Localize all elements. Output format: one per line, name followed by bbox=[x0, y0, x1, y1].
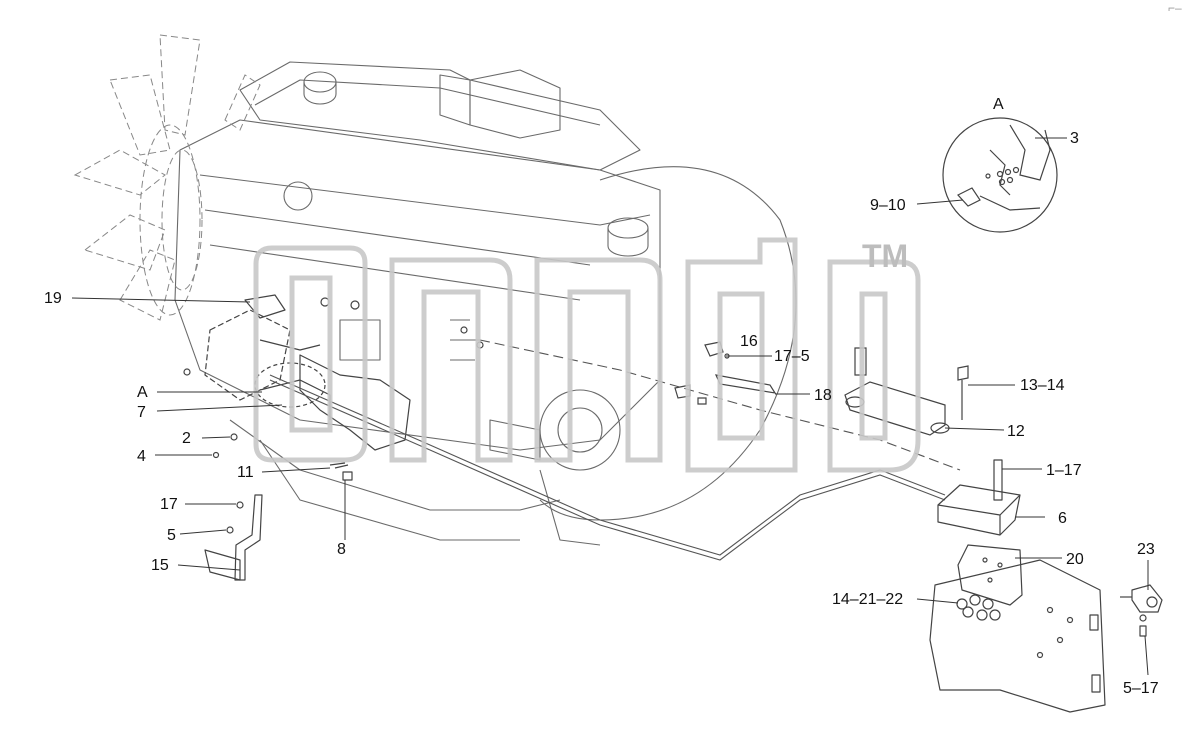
callout-17: 17 bbox=[160, 496, 178, 513]
callout-5: 5 bbox=[167, 527, 176, 544]
callout-19: 19 bbox=[44, 290, 62, 307]
corner-mark: ⌐– bbox=[1168, 1, 1182, 15]
callout-23: 23 bbox=[1137, 541, 1155, 558]
callout-3: 3 bbox=[1070, 130, 1079, 147]
watermark-tm: TM bbox=[862, 238, 908, 274]
callout-7: 7 bbox=[137, 404, 146, 421]
lower-right-parts bbox=[929, 459, 1163, 713]
callout-9-10: 9–10 bbox=[870, 197, 906, 214]
callout-20: 20 bbox=[1066, 551, 1084, 568]
callout-14-21-22: 14–21–22 bbox=[832, 591, 903, 608]
callout-2: 2 bbox=[182, 430, 191, 447]
callout-labels: 19 A 7 2 4 11 17 5 15 8 16 17–5 18 13–14… bbox=[44, 96, 1159, 697]
callout-8: 8 bbox=[337, 541, 346, 558]
cable-clamp-parts bbox=[674, 341, 969, 436]
detail-view-a bbox=[942, 117, 1058, 233]
detail-view-title: A bbox=[993, 96, 1004, 113]
callout-a: A bbox=[137, 384, 148, 401]
leader-lines bbox=[71, 137, 1149, 676]
callout-4: 4 bbox=[137, 448, 146, 465]
callout-15: 15 bbox=[151, 557, 169, 574]
callout-17-5: 17–5 bbox=[774, 348, 810, 365]
callout-1-17: 1–17 bbox=[1046, 462, 1082, 479]
watermark bbox=[253, 237, 921, 473]
cooling-fan bbox=[73, 34, 261, 321]
callout-18: 18 bbox=[814, 387, 832, 404]
engine-outline bbox=[174, 61, 797, 546]
callout-13-14: 13–14 bbox=[1020, 377, 1065, 394]
callout-16: 16 bbox=[740, 333, 758, 350]
callout-11: 11 bbox=[237, 464, 254, 481]
callout-6: 6 bbox=[1058, 510, 1067, 527]
callout-12: 12 bbox=[1007, 423, 1025, 440]
callout-5-17: 5–17 bbox=[1123, 680, 1159, 697]
